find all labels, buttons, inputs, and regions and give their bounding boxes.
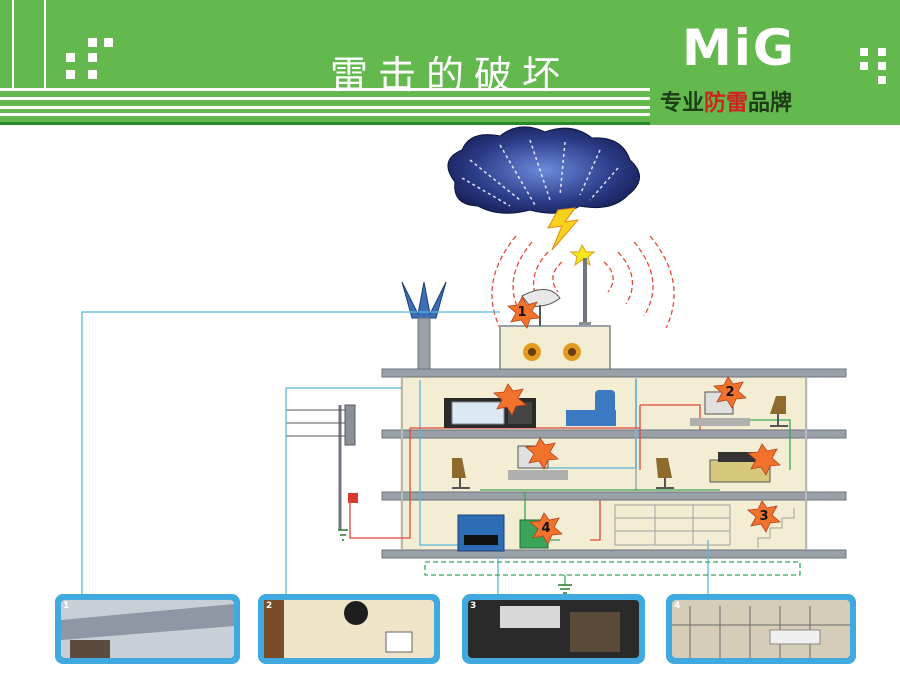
floor-slab (381, 368, 847, 559)
damage-markers: 1 2 3 4 (493, 296, 781, 545)
header-banner: 雷击的破坏 MiG 专业防雷品牌 (0, 0, 900, 125)
slogan-part: 专业 (660, 91, 705, 116)
distribution-panel-photo: 4 (666, 594, 856, 664)
power-pole-icon (286, 404, 358, 541)
rooftop-room (499, 325, 611, 371)
photo-label: 2 (266, 601, 272, 611)
slide-title: 雷击的破坏 (329, 53, 570, 97)
roof-damage-photo: 1 (55, 594, 240, 664)
damage-spark-icon: 2 (713, 376, 747, 409)
antenna-icon (401, 281, 447, 371)
lightning-bolt-icon (547, 207, 596, 267)
photo-label: 3 (470, 601, 476, 611)
header-stripe (0, 106, 900, 109)
marker-label: 3 (759, 509, 768, 524)
burnt-circuit-board-photo: 3 (462, 594, 645, 664)
office-chair-icon (656, 458, 674, 489)
lightning-rod-icon (579, 258, 591, 328)
header-stripe (0, 88, 900, 91)
storm-cloud-icon (447, 126, 640, 214)
office-chair-icon (452, 458, 470, 489)
brand-slogan: 专业防雷品牌 (660, 88, 860, 120)
header-stripe (0, 113, 900, 116)
server-rack-icon (457, 514, 505, 552)
flower-decoration-icon (523, 343, 581, 361)
marker-label: 2 (725, 385, 734, 400)
brand-logo-panel (650, 0, 900, 125)
lightning-damage-diagram: 1 2 3 4 1 (55, 126, 856, 664)
slogan-highlight: 防雷 (704, 91, 749, 116)
marker-label: 4 (541, 521, 550, 536)
header-left-rule (12, 0, 14, 88)
shelving-icon (614, 504, 731, 546)
header-stripe (0, 97, 900, 100)
satellite-dish-icon (521, 289, 561, 326)
damage-spark-icon (747, 443, 781, 476)
damage-spark-icon: 4 (529, 512, 563, 545)
header-left-rule (44, 0, 46, 88)
header-bottom-rule (0, 122, 900, 125)
photo-label: 1 (63, 601, 69, 611)
armchair-icon (566, 390, 616, 426)
damage-spark-icon (493, 383, 527, 416)
marker-label: 1 (517, 305, 526, 320)
brand-logo: MiG (682, 19, 796, 77)
slogan-part: 品牌 (748, 91, 793, 116)
damage-spark-icon (525, 437, 559, 470)
damage-spark-icon: 3 (747, 500, 781, 533)
staircase-icon (757, 508, 795, 548)
burnt-socket-photo: 2 (258, 594, 440, 664)
damage-spark-icon: 1 (507, 296, 541, 329)
photo-label: 4 (674, 601, 680, 611)
damage-photo-strip: 1 2 3 (55, 594, 856, 664)
office-chair-icon (770, 396, 788, 427)
